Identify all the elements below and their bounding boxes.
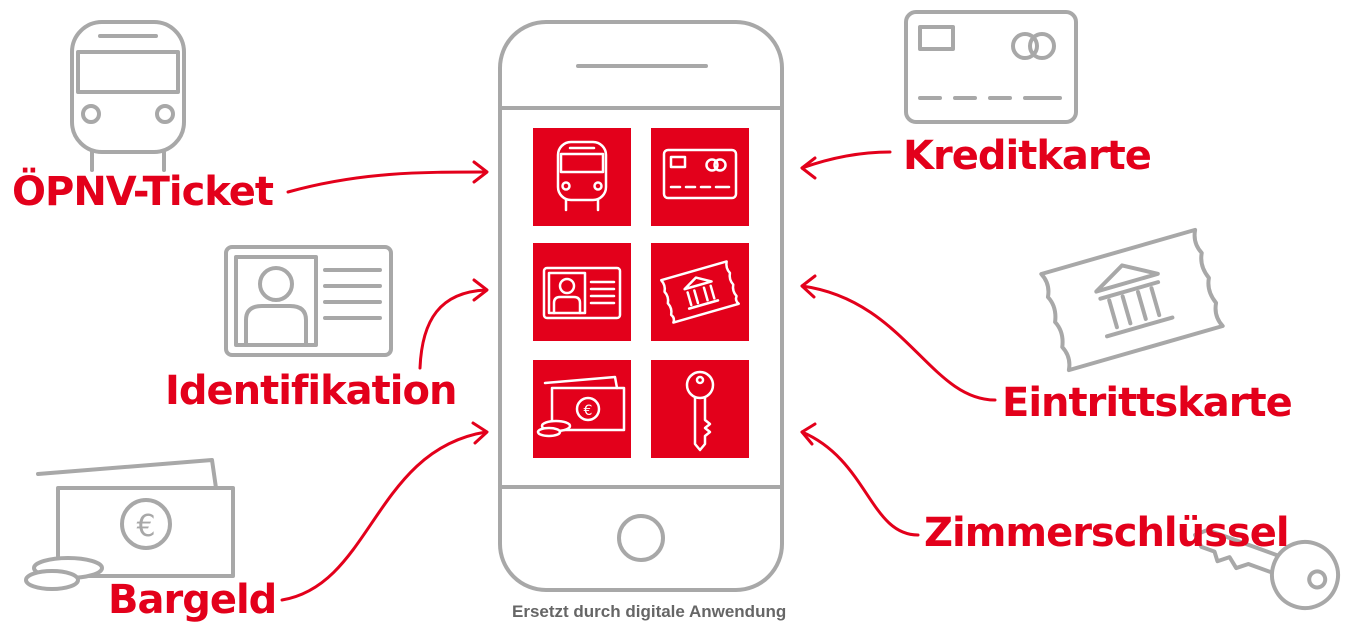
arrow-eintrittskarte [800,284,997,402]
tile-key [651,360,749,458]
id-card-icon [224,245,393,357]
arrow-kreditkarte [800,150,892,170]
tile-id-card [533,243,631,341]
smartphone [498,20,784,592]
label-eintrittskarte: Eintrittskarte [1002,380,1293,426]
label-zimmerschluessel: Zimmerschlüssel [924,510,1290,556]
diagram-caption: Ersetzt durch digitale Anwendung [512,602,787,621]
ticket-icon [1039,227,1225,373]
arrow-bargeld [280,430,488,602]
svg-text:€: € [136,509,155,544]
bus-icon [556,140,608,212]
tile-credit-card [651,128,749,226]
tile-cash [533,360,631,458]
arrow-opnv [286,170,488,194]
svg-text:€: € [584,403,593,419]
cash-icon: € [24,458,235,591]
bus-icon [70,20,186,172]
credit-card-icon [904,10,1078,124]
connector-arrows [280,150,997,602]
arrow-identifikation [418,288,488,370]
id-card-icon [542,266,622,320]
arrow-zimmerschluessel [800,430,920,537]
tile-bus [533,128,631,226]
cash-icon: € [536,375,626,438]
label-identifikation: Identifikation [165,368,457,414]
label-kreditkarte: Kreditkarte [903,133,1152,179]
label-opnv-ticket: ÖPNV-Ticket [12,169,274,215]
label-bargeld: Bargeld [108,577,277,623]
phone-tiles [533,128,749,458]
ticket-icon [660,260,740,324]
credit-card-icon [662,148,738,200]
key-icon [685,370,715,452]
key-icon [1193,527,1340,610]
